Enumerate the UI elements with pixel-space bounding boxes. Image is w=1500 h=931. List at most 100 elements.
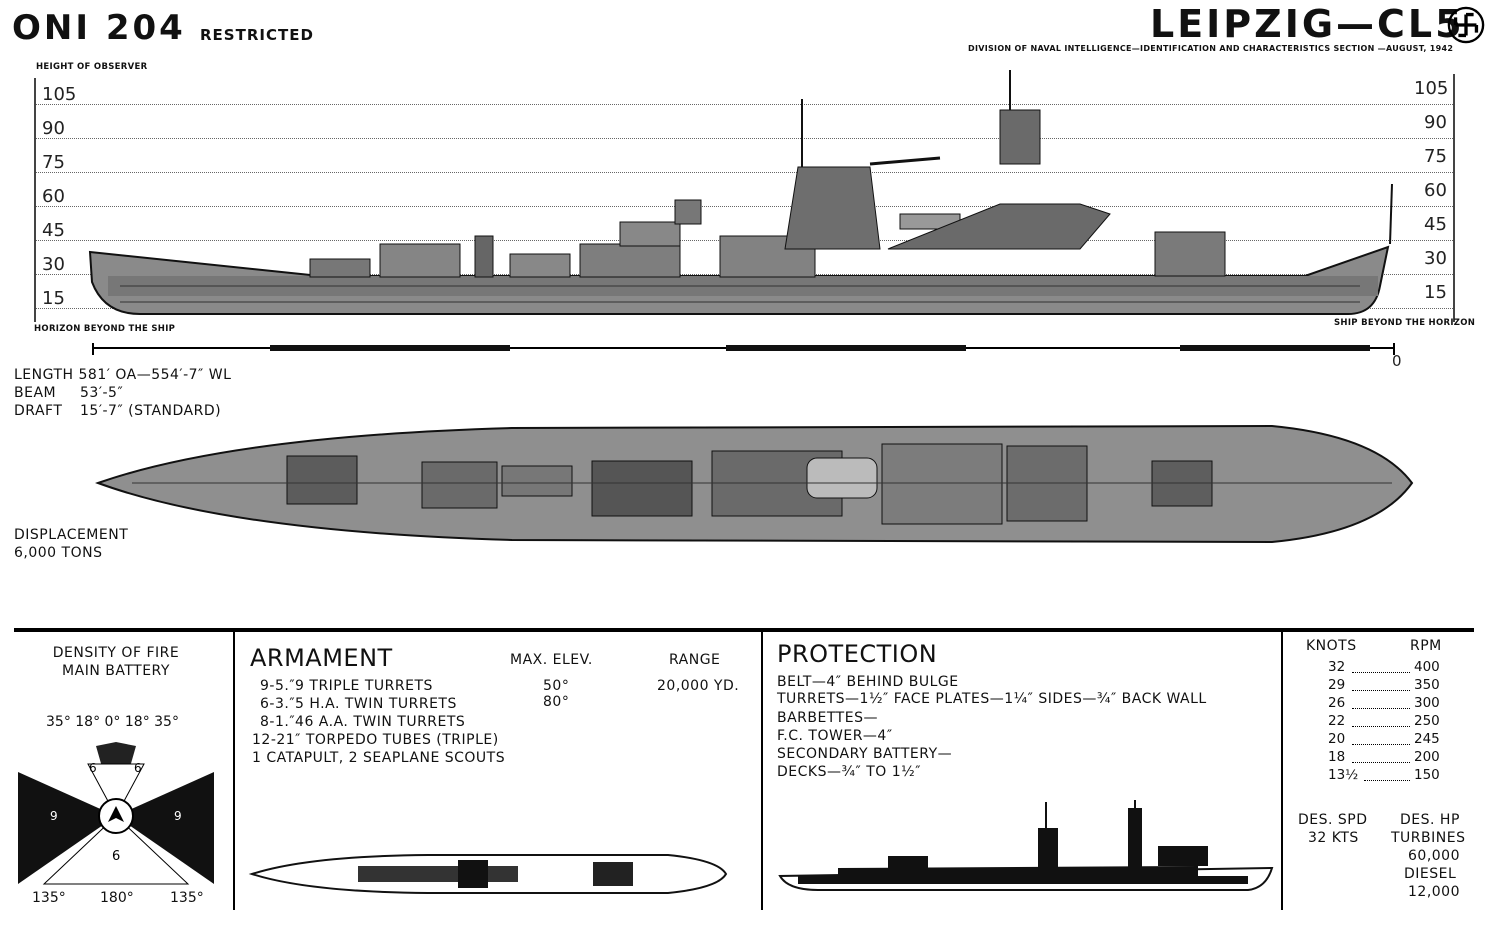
speed-row-knots: 32 (1328, 659, 1346, 675)
table-divider (1281, 632, 1283, 910)
range-bar-segment (1180, 345, 1370, 351)
speed-col-knots: KNOTS (1306, 638, 1357, 654)
left-scale-60: 60 (42, 186, 65, 207)
armament-plan-silhouette (248, 854, 728, 894)
header-subtitle: DIVISION OF NAVAL INTELLIGENCE—IDENTIFIC… (968, 44, 1454, 53)
protection-line: F.C. TOWER—4″ (777, 728, 893, 744)
speed-row-rpm: 300 (1414, 695, 1440, 711)
speed-leader (1352, 744, 1410, 745)
speed-leader (1352, 762, 1410, 763)
right-scale-45: 45 (1424, 214, 1447, 235)
ship-plan-view (95, 424, 1414, 544)
classification-label: RESTRICTED (200, 26, 314, 44)
speed-row-rpm: 200 (1414, 749, 1440, 765)
armament-row-range: 20,000 YD. (657, 678, 740, 694)
speed-row-knots: 20 (1328, 731, 1346, 747)
armament-row-text: 1 CATAPULT, 2 SEAPLANE SCOUTS (252, 750, 506, 766)
speed-row-rpm: 350 (1414, 677, 1440, 693)
displacement-label: DISPLACEMENT (14, 527, 129, 543)
speed-leader (1352, 690, 1410, 691)
density-title-line1: DENSITY OF FIRE (52, 645, 180, 661)
dimension-length: LENGTH 581′ OA—554′-7″ WL (14, 366, 231, 384)
sector-value: 6 (112, 849, 120, 864)
protection-line: DECKS—¾″ TO 1½″ (777, 764, 921, 780)
range-bar-segment (270, 345, 510, 351)
density-of-fire-title: DENSITY OF FIRE MAIN BATTERY (14, 644, 218, 680)
density-angle-bottom-mid: 180° (100, 890, 134, 906)
displacement-value: 6,000 TONS (14, 545, 103, 561)
speed-row-rpm: 400 (1414, 659, 1440, 675)
density-top-angles: 35° 18° 0° 18° 35° (46, 714, 179, 730)
draft-value: 15′-7″ (STANDARD) (80, 403, 222, 419)
speed-row-knots: 29 (1328, 677, 1346, 693)
range-bar-segment (726, 345, 966, 351)
length-label: LENGTH (14, 367, 74, 383)
left-scale-30: 30 (42, 254, 65, 275)
right-scale-60: 60 (1424, 180, 1447, 201)
dimension-draft: DRAFT 15′-7″ (STANDARD) (14, 402, 221, 420)
national-emblem-icon (1447, 6, 1485, 44)
table-divider (233, 632, 235, 910)
speed-row-knots: 22 (1328, 713, 1346, 729)
speed-leader (1352, 672, 1410, 673)
left-scale-45: 45 (42, 220, 65, 241)
range-bar-tick (1393, 343, 1395, 355)
speed-leader (1352, 726, 1410, 727)
diesel-label: DIESEL (1404, 866, 1457, 882)
right-scale-75: 75 (1424, 146, 1447, 167)
protection-title: PROTECTION (777, 640, 938, 668)
range-zero-label: 0 (1392, 352, 1402, 370)
sector-value: 9 (174, 809, 182, 823)
doc-id: ONI 204 (12, 8, 186, 48)
range-bar-tick (92, 343, 94, 355)
density-angle-bottom-left: 135° (32, 890, 66, 906)
armament-col-range: RANGE (669, 652, 721, 668)
sector-value: 6 (134, 761, 142, 775)
speed-row-knots: 18 (1328, 749, 1346, 765)
ship-name-title: LEIPZIG—CL5 (1150, 2, 1465, 46)
length-value: 581′ OA—554′-7″ WL (78, 367, 232, 383)
density-of-fire-diagram: 6 6 3 9 9 6 (18, 742, 214, 885)
ship-side-profile (88, 70, 1393, 315)
armament-row-text: 9-5.″9 TRIPLE TURRETS (260, 678, 433, 694)
armament-col-elev: MAX. ELEV. (510, 652, 593, 668)
left-scale-15: 15 (42, 288, 65, 309)
armament-row-elev: 50° (543, 678, 570, 694)
speed-row-knots: 26 (1328, 695, 1346, 711)
ship-beyond-horizon-label: SHIP BEYOND THE HORIZON (1334, 318, 1476, 328)
density-title-line2: MAIN BATTERY (62, 663, 170, 679)
turbines-value: 60,000 (1408, 848, 1460, 864)
right-scale-30: 30 (1424, 248, 1447, 269)
design-speed-label: DES. SPD (1298, 812, 1368, 828)
speed-row-rpm: 250 (1414, 713, 1440, 729)
right-scale-90: 90 (1424, 112, 1447, 133)
sector-value: 9 (50, 809, 58, 823)
height-line (36, 206, 1453, 207)
speed-row-rpm: 245 (1414, 731, 1440, 747)
armament-title: ARMAMENT (250, 644, 393, 672)
armament-row-text: 12-21″ TORPEDO TUBES (TRIPLE) (252, 732, 499, 748)
table-top-rule (14, 628, 1474, 632)
left-scale-75: 75 (42, 152, 65, 173)
protection-armor-silhouette (778, 800, 1274, 891)
sector-value: 3 (112, 785, 120, 799)
armament-row-text: 8-1.″46 A.A. TWIN TURRETS (260, 714, 466, 730)
turbines-label: TURBINES (1391, 830, 1466, 846)
right-scale-axis (1453, 74, 1455, 322)
speed-leader (1352, 708, 1410, 709)
armament-row-elev: 80° (543, 694, 570, 710)
speed-col-rpm: RPM (1410, 638, 1442, 654)
speed-row-rpm: 150 (1414, 767, 1440, 783)
density-angle-bottom-right: 135° (170, 890, 204, 906)
draft-label: DRAFT (14, 403, 63, 419)
height-line (36, 104, 1453, 105)
right-scale-105: 105 (1414, 78, 1449, 99)
protection-line: SECONDARY BATTERY— (777, 746, 953, 762)
right-scale-15: 15 (1424, 282, 1447, 303)
protection-line: BELT—4″ BEHIND BULGE (777, 674, 959, 690)
armament-row-text: 6-3.″5 H.A. TWIN TURRETS (260, 696, 457, 712)
sector-value: 6 (89, 761, 97, 775)
height-line (36, 172, 1453, 173)
horizon-beyond-ship-label: HORIZON BEYOND THE SHIP (34, 324, 176, 334)
